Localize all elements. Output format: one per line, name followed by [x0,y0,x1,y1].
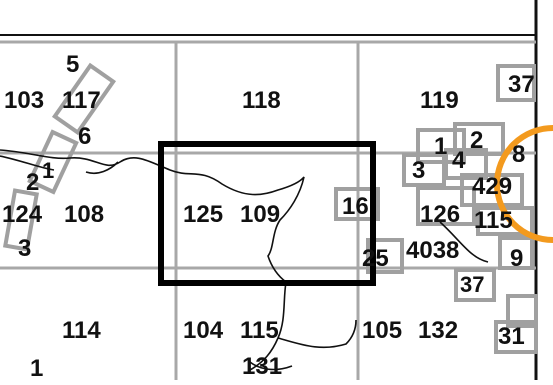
sheet-label-108: 108 [64,201,104,228]
selection-frame[interactable] [158,141,376,286]
overlay-label-31: 31 [498,323,525,350]
overlay-label-6: 6 [78,123,91,150]
sheet-label-132: 132 [418,317,458,344]
overlay-label-2: 2 [26,169,39,196]
overlay-label-1: 1 [42,158,54,183]
overlay-label-16: 16 [342,193,369,220]
sheet-label-105: 105 [362,317,402,344]
overlay-label-429: 429 [472,173,512,200]
sheet-label-104: 104 [183,317,224,344]
sheet-footprints [2,62,538,354]
overlay-label-37b: 37 [460,272,484,297]
sheet-label-115: 115 [240,317,279,344]
overlay-label-8: 8 [512,141,525,168]
overlay-label-4038: 4038 [406,237,459,264]
overlay-label-131: 131 [242,353,282,380]
overlay-label-2b: 2 [470,127,483,154]
sheet-label-124: 124 [2,201,43,228]
sheet-label-114: 114 [62,317,101,344]
sheet-label-117: 117 [62,87,101,114]
overlay-label-3: 3 [18,235,31,262]
overlay-labels: 5 6 2 1 3 37 1 2 8 3 4 429 16 115 25 403… [18,51,535,382]
sheet-label-125: 125 [183,201,223,228]
sheet-label-109: 109 [240,201,280,228]
sheet-label-103: 103 [4,87,44,114]
overlay-label-3b: 3 [412,157,425,184]
sheet-labels: 103 117 118 119 124 108 125 109 126 114 … [2,87,460,344]
overlay-label-37: 37 [508,71,535,98]
orange-marker-arc [494,125,553,243]
sheet-label-118: 118 [242,87,281,114]
sheet-grid [0,40,536,380]
overlay-label-9: 9 [510,245,523,272]
overlay-label-1c: 1 [30,355,43,380]
sheet-label-126: 126 [420,201,460,228]
overlay-label-5: 5 [66,51,79,78]
overlay-label-1b: 1 [434,133,447,160]
sheet-label-119: 119 [420,87,459,114]
overlay-label-25: 25 [362,245,389,272]
overlay-label-4: 4 [452,147,466,174]
overlay-label-115: 115 [474,207,513,234]
